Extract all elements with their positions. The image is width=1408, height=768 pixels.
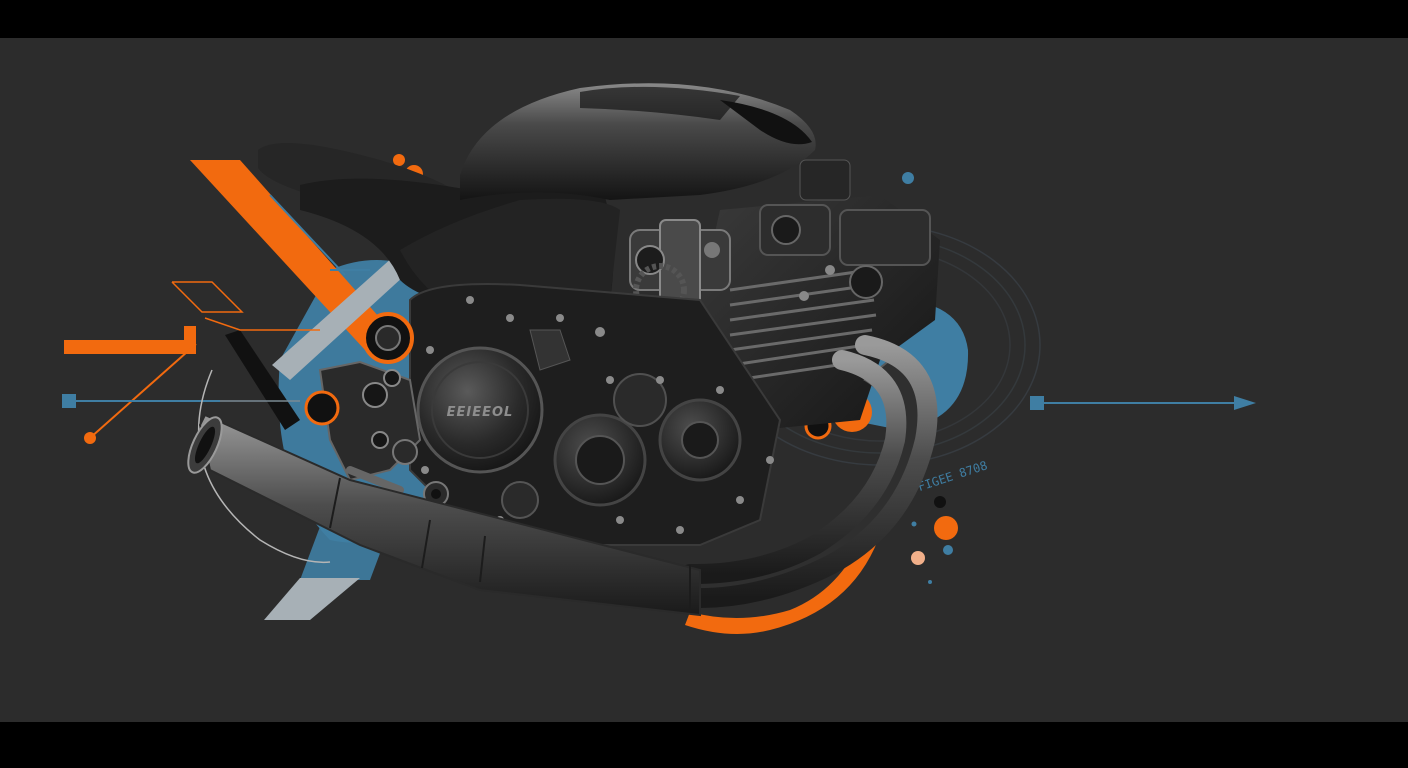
arrow-right-icon <box>1234 396 1256 410</box>
blue-square-left <box>62 394 76 408</box>
engine-badge: EEIEEOL <box>447 405 514 420</box>
exhaust-system <box>187 335 938 617</box>
crankcase: EEIEEOL <box>409 283 782 546</box>
gear-assembly <box>304 312 449 507</box>
letterbox-bottom <box>0 722 1408 768</box>
orange-bar <box>64 340 194 354</box>
exhaust-muffler <box>198 413 701 617</box>
blue-square-right <box>1030 396 1044 410</box>
carburetor <box>629 219 731 317</box>
letterbox-top <box>0 0 1408 38</box>
orange-swoosh <box>685 534 878 634</box>
grey-parallelogram <box>264 578 360 620</box>
clutch-cover <box>416 346 544 474</box>
thin-arc-left <box>197 369 331 564</box>
illustration-canvas: 108 FIGEE 8708 <box>0 38 1408 722</box>
fuel-tank <box>460 83 816 200</box>
seat-and-tank <box>258 83 816 312</box>
cylinder-block <box>700 159 940 430</box>
motorcycle-engine-illustration: 108 FIGEE 8708 <box>62 83 1256 634</box>
orange-dot <box>84 432 96 444</box>
